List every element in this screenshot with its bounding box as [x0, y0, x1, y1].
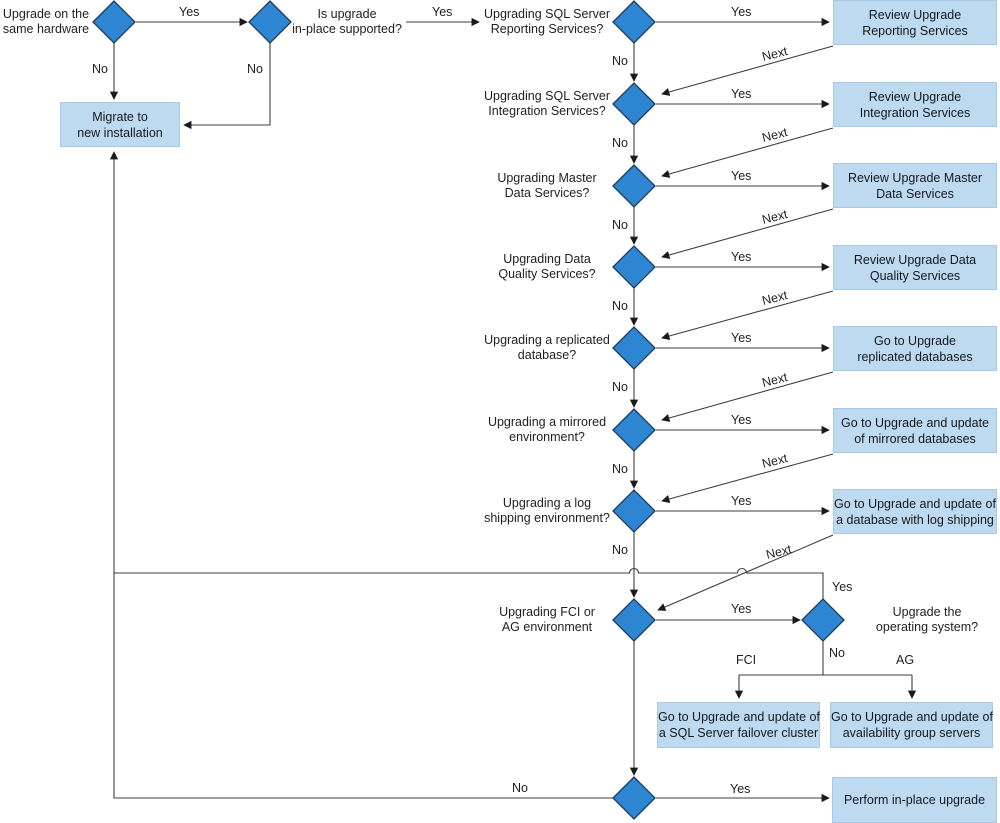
edge-label-no: No — [612, 299, 628, 313]
edge-inplace-no — [183, 43, 271, 130]
edge-next-2 — [661, 127, 834, 178]
decision-upgrade-os — [801, 598, 845, 642]
edge-label-yes: Yes — [731, 602, 752, 616]
edge-label-yes: Yes — [432, 5, 453, 19]
edge-label-no: No — [612, 54, 628, 68]
decision-replicated-database — [612, 326, 656, 370]
edge-label-no: No — [612, 380, 628, 394]
decision-mirrored-environment — [612, 408, 656, 452]
decision-final-inplace — [612, 776, 656, 820]
edge-os-yes-to-migrate — [114, 567, 824, 599]
result-box-perform-inplace: Perform in-place upgrade — [832, 777, 997, 823]
edge-label-no: No — [92, 62, 108, 76]
decision-fci-ag — [612, 598, 656, 642]
edge-next-7 — [657, 534, 834, 611]
edge-label-yes: Yes — [731, 413, 752, 427]
edge-label-yes: Yes — [731, 5, 752, 19]
edge-label-no: No — [612, 136, 628, 150]
edge-trunk-to-migrate — [109, 151, 613, 799]
edge-label-fci: FCI — [736, 653, 757, 667]
edge-label-yes: Yes — [731, 494, 752, 508]
edge-label-ag: AG — [896, 653, 915, 667]
edge-next-3 — [661, 208, 834, 259]
decision-master-data-services — [612, 164, 656, 208]
edge-label-no: No — [612, 218, 628, 232]
edge-next-6 — [661, 453, 834, 504]
edge-next-5 — [661, 371, 834, 422]
edge-label-yes: Yes — [179, 5, 200, 19]
decision-start — [92, 0, 136, 44]
decision-log-shipping — [612, 489, 656, 533]
decision-integration-services — [612, 82, 656, 126]
edge-label-no: No — [512, 781, 528, 795]
edge-label-no: No — [612, 462, 628, 476]
edge-label-no: No — [247, 62, 263, 76]
edge-label-yes: Yes — [832, 580, 853, 594]
edge-label-yes: Yes — [731, 87, 752, 101]
decision-reporting-services — [612, 0, 656, 44]
decision-inplace-supported — [248, 0, 292, 44]
edge-label-no: No — [612, 543, 628, 557]
edge-next-1 — [661, 45, 834, 96]
edge-label-yes: Yes — [731, 250, 752, 264]
edge-label-yes: Yes — [731, 169, 752, 183]
edge-next-4 — [661, 290, 834, 341]
edge-label-yes: Yes — [731, 331, 752, 345]
edge-label-yes: Yes — [730, 782, 751, 796]
decision-data-quality-services — [612, 245, 656, 289]
edge-label-no: No — [829, 646, 845, 660]
